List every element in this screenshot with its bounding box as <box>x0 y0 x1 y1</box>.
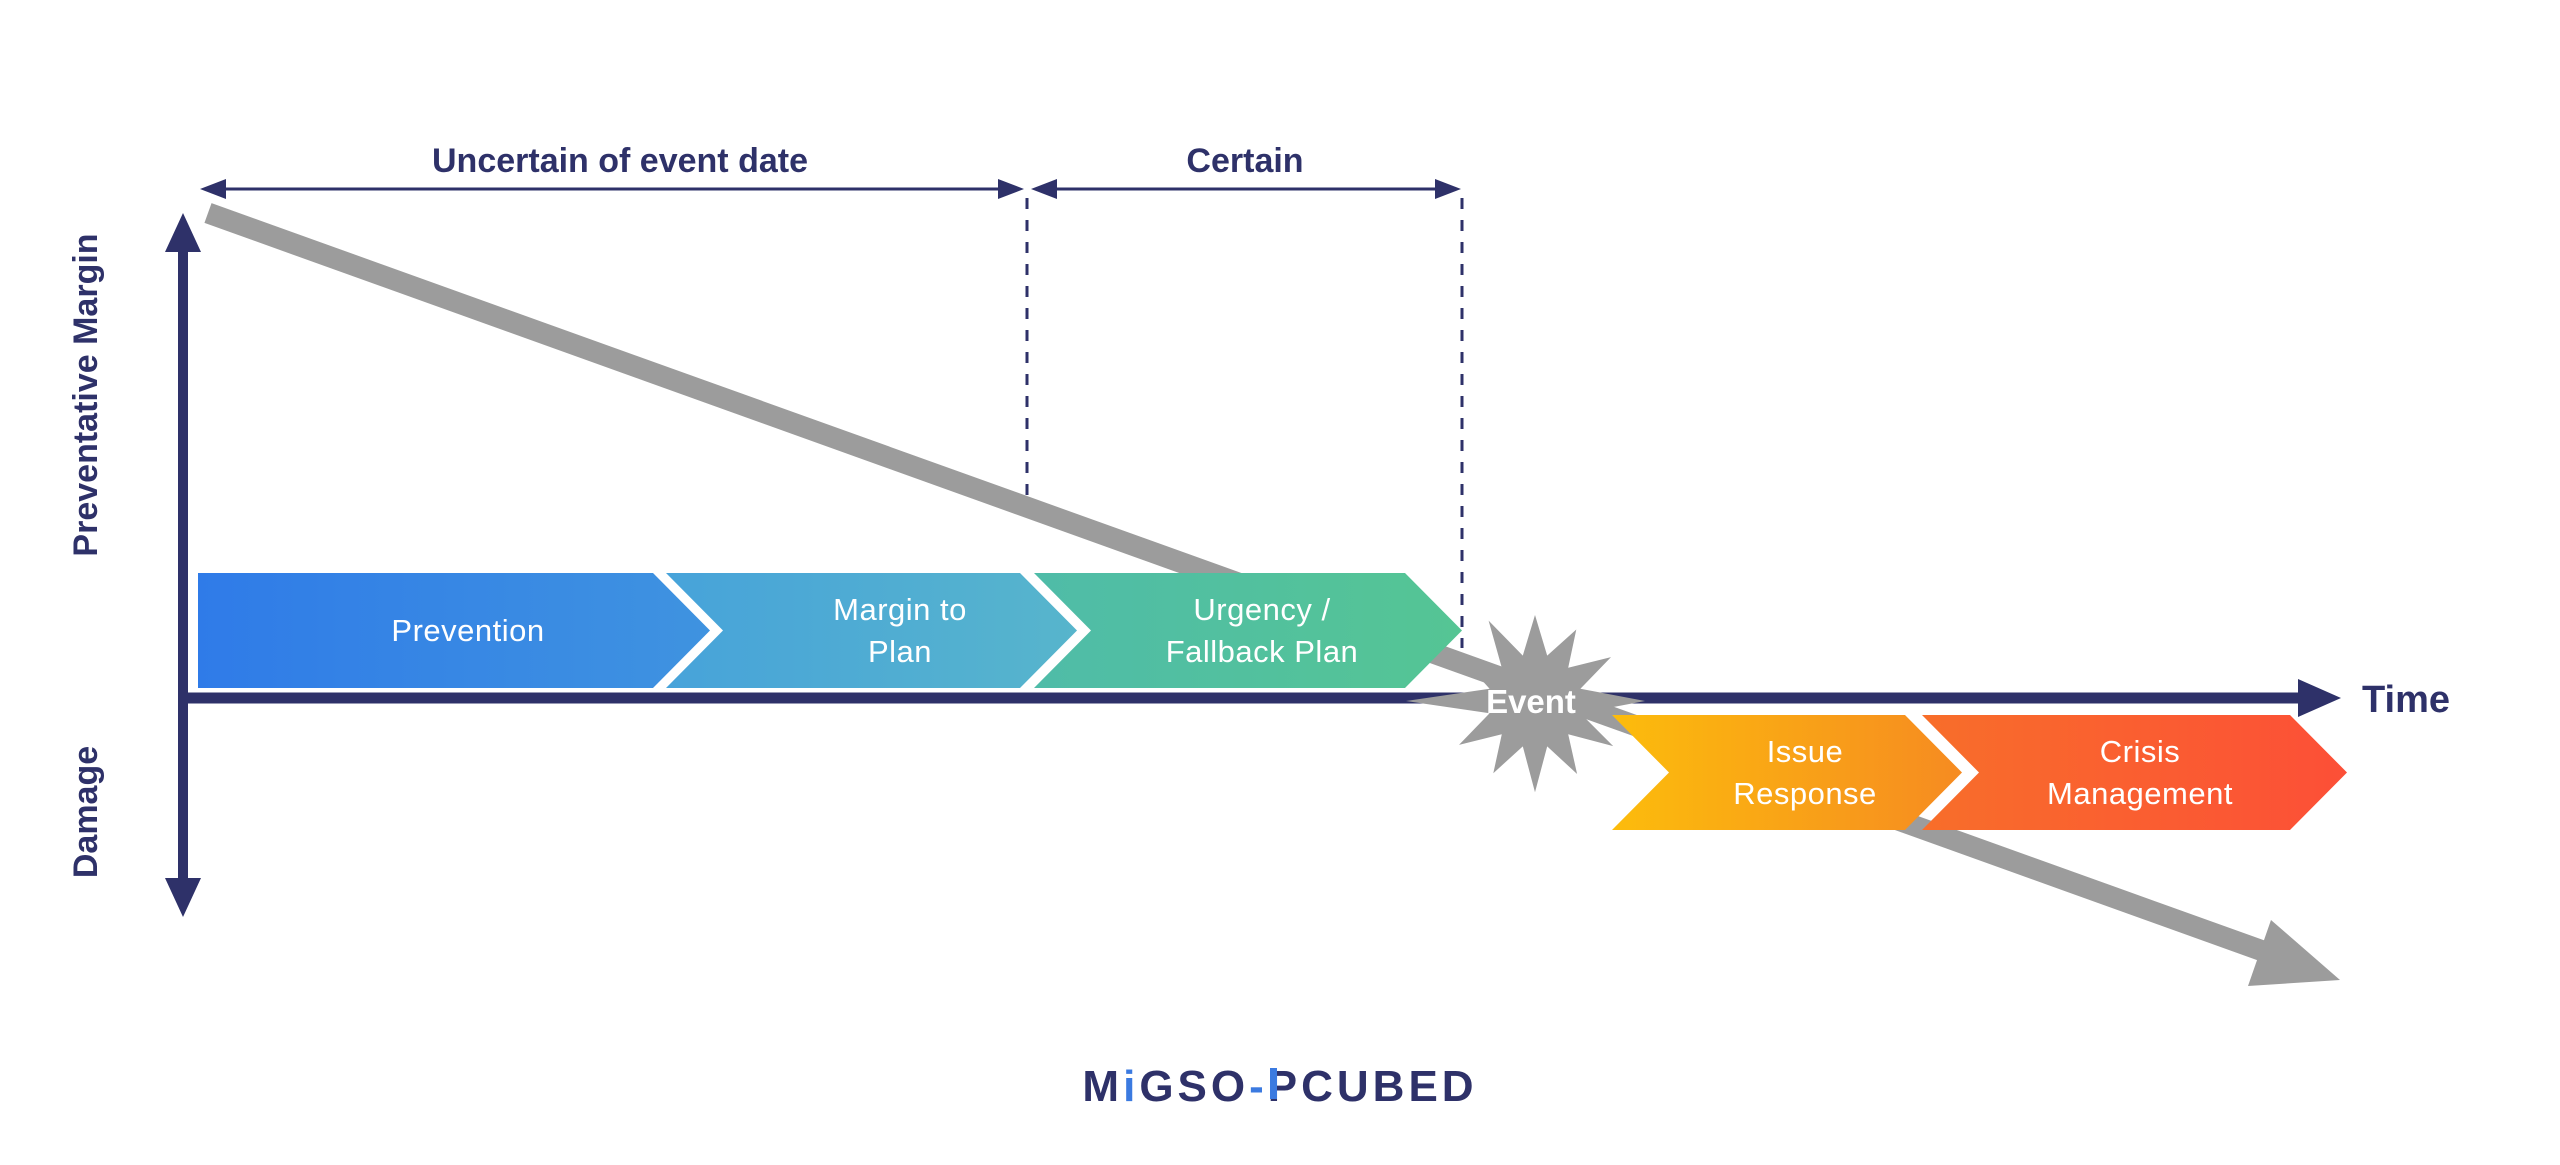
arrowhead-right-icon <box>998 179 1024 199</box>
x-axis <box>183 679 2341 717</box>
stage-urgency-label-line1: Urgency / <box>1193 592 1330 627</box>
stage-margin-to-plan <box>666 573 1077 688</box>
logo-m: M <box>1082 1062 1124 1111</box>
arrowhead-right-icon <box>1435 179 1461 199</box>
arrowhead-left-icon <box>200 179 226 199</box>
x-axis-label: Time <box>2362 679 2450 721</box>
arrowhead-right-icon <box>2298 679 2341 717</box>
stage-crisis-label-line2: Management <box>2047 776 2233 811</box>
arrowhead-down-icon <box>165 878 201 917</box>
stage-issue-response <box>1612 715 1962 830</box>
stage-crisis-management <box>1922 715 2347 830</box>
stage-issue-label-line2: Response <box>1733 776 1877 811</box>
stage-issue-label-line1: Issue <box>1767 734 1844 769</box>
stage-margin-label-line1: Margin to <box>833 592 967 627</box>
stage-crisis-label-line1: Crisis <box>2100 734 2181 769</box>
y-axis-top-label: Preventative Margin <box>67 233 105 556</box>
logo-hyphen: - <box>1249 1062 1268 1111</box>
stage-margin-label-line2: Plan <box>868 634 932 669</box>
stage-prevention-label: Prevention <box>391 613 544 648</box>
uncertain-span-label: Uncertain of event date <box>432 142 808 180</box>
logo-gso: GSO <box>1139 1062 1250 1111</box>
arrowhead-up-icon <box>165 213 201 252</box>
y-axis-bottom-label: Damage <box>67 746 105 878</box>
stage-urgency-label-line2: Fallback Plan <box>1166 634 1359 669</box>
arrowhead-left-icon <box>1031 179 1057 199</box>
arrowhead-icon <box>2248 920 2340 986</box>
stage-urgency-fallback-plan <box>1034 573 1462 688</box>
event-starburst-icon <box>1406 615 1646 793</box>
y-axis <box>165 213 201 917</box>
logo-p: P <box>1267 1062 1302 1111</box>
certain-span-arrow <box>1031 179 1461 199</box>
logo-i: i <box>1123 1062 1140 1111</box>
event-label: Event <box>1486 683 1576 720</box>
stage-prevention <box>198 573 710 688</box>
certain-span-label: Certain <box>1186 142 1303 180</box>
uncertain-span-arrow <box>200 179 1024 199</box>
logo-cubed: CUBED <box>1301 1062 1478 1111</box>
migso-pcubed-logo: MiGSO-PCUBED <box>0 1062 2560 1112</box>
